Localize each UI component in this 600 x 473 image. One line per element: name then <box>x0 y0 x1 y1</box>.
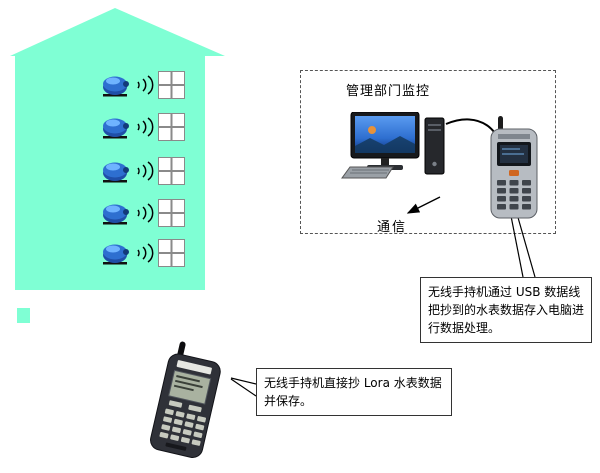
desktop-monitor-icon <box>350 111 422 176</box>
water-meter-icon <box>103 118 129 139</box>
keyboard-icon <box>341 165 395 184</box>
water-meter-icon <box>103 162 129 183</box>
floor-row <box>102 70 196 100</box>
lora-note-text: 无线手持机直接抄 Lora 水表数据并保存。 <box>264 376 442 408</box>
building-balcony <box>17 308 30 323</box>
window-icon <box>158 239 185 267</box>
radio-waves-icon <box>137 203 154 223</box>
building-roof <box>10 8 225 56</box>
floor-row <box>102 198 196 228</box>
radio-waves-icon <box>137 243 154 263</box>
floor-row <box>102 238 196 268</box>
usb-note-box: 无线手持机通过 USB 数据线把抄到的水表数据存入电脑进行数据处理。 <box>420 277 592 343</box>
monitoring-panel <box>300 70 556 234</box>
monitoring-panel-label: 管理部门监控 <box>346 84 431 99</box>
water-meter-icon <box>103 244 129 265</box>
water-meter-icon <box>103 204 129 225</box>
window-icon <box>158 71 185 99</box>
building-balcony <box>17 224 30 239</box>
window-icon <box>158 199 185 227</box>
lora-note-box: 无线手持机直接抄 Lora 水表数据并保存。 <box>256 368 452 416</box>
usb-note-text: 无线手持机通过 USB 数据线把抄到的水表数据存入电脑进行数据处理。 <box>428 285 585 335</box>
radio-waves-icon <box>137 161 154 181</box>
radio-waves-icon <box>137 75 154 95</box>
building-balcony <box>17 140 30 155</box>
window-icon <box>158 157 185 185</box>
handheld-terminal-lora-icon <box>146 339 228 463</box>
window-icon <box>158 113 185 141</box>
computer-tower-icon <box>424 116 446 180</box>
callout-line-lora-1 <box>230 377 257 385</box>
building-balcony <box>17 182 30 197</box>
radio-waves-icon <box>137 117 154 137</box>
water-meter-icon <box>103 76 129 97</box>
handheld-terminal-icon <box>488 116 540 224</box>
building-balcony <box>17 266 30 281</box>
callout-line-lora-2 <box>230 378 257 397</box>
floor-row <box>102 156 196 186</box>
communication-label: 通信 <box>377 220 408 235</box>
floor-row <box>102 112 196 142</box>
